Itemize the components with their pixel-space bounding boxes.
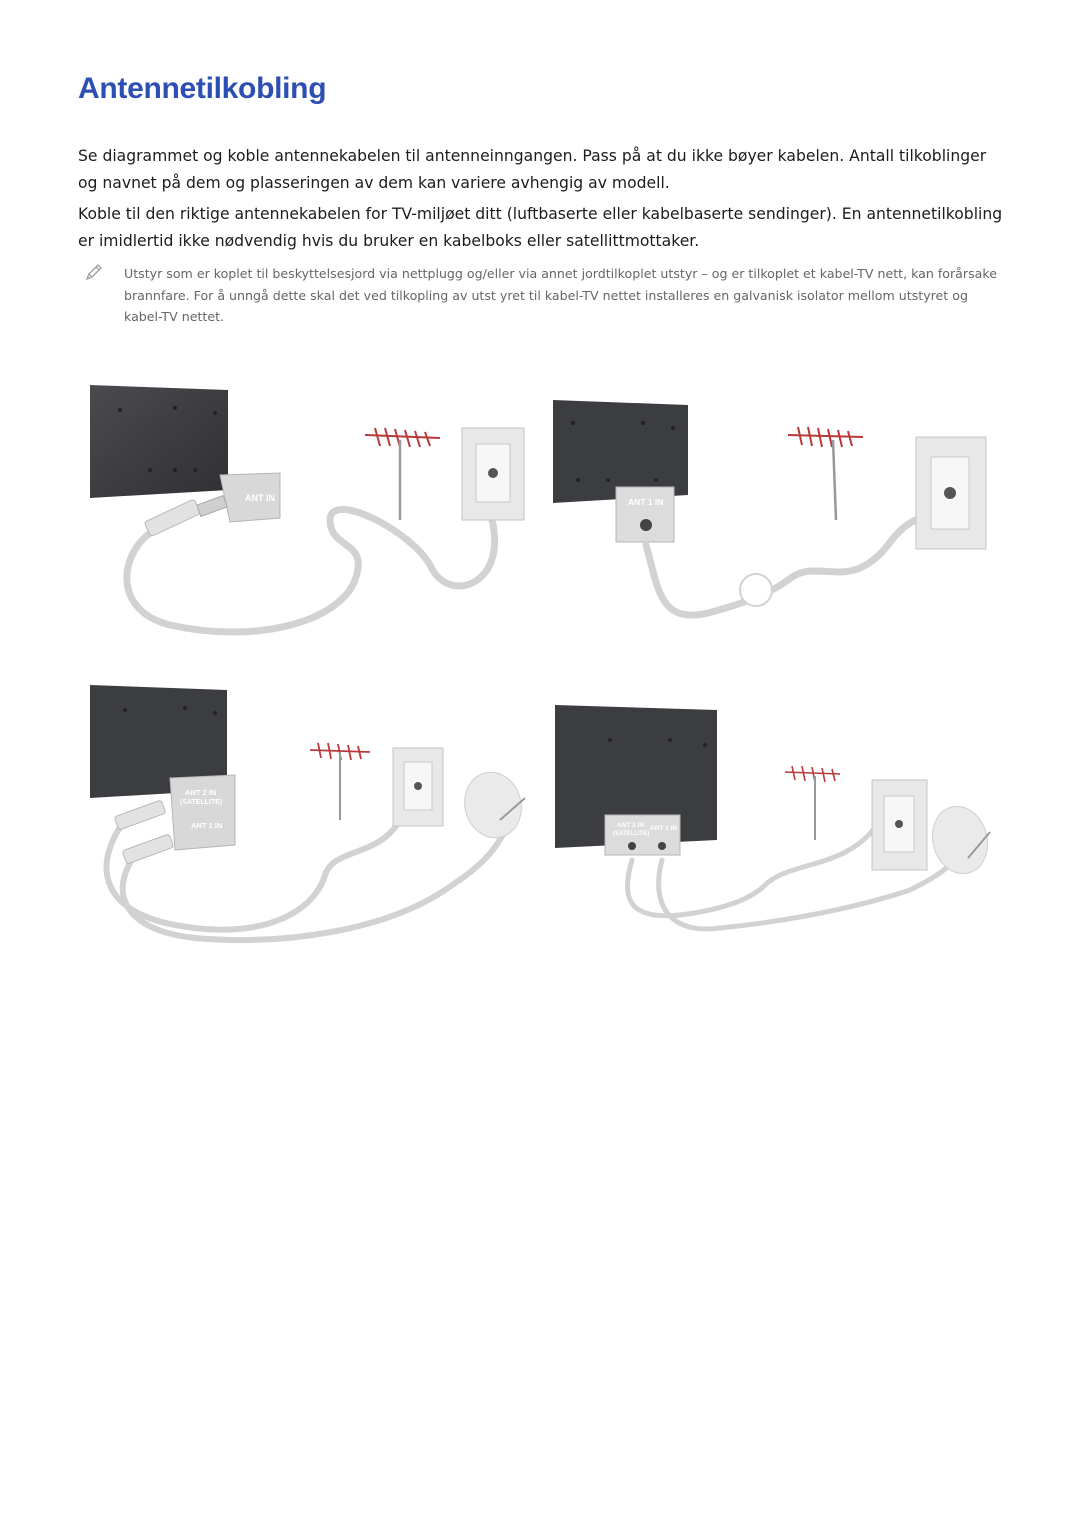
satellite-label: (SATELLITE) xyxy=(613,831,649,837)
satellite-label: (SATELLITE) xyxy=(180,799,222,806)
diagram-ant-1-in: ANT 1 IN xyxy=(553,400,987,619)
intro-paragraph: Se diagrammet og koble antennekabelen ti… xyxy=(78,147,987,192)
safety-note: Utstyr som er koplet til beskyttelsesjor… xyxy=(124,266,997,324)
ant-2-in-label: ANT 2 IN xyxy=(617,822,644,829)
coax-cables xyxy=(624,817,968,932)
isolator-icon xyxy=(739,573,773,607)
wall-socket xyxy=(461,427,525,521)
satellite-dish-icon xyxy=(931,805,991,875)
tv-back-panel xyxy=(90,685,227,798)
wall-socket xyxy=(915,436,987,550)
ant-1-in-label: ANT 1 IN xyxy=(191,821,222,830)
wall-socket xyxy=(392,747,444,827)
coax-cable xyxy=(642,501,928,619)
page-title: Antennetilkobling xyxy=(78,72,327,105)
ant-1-in-port-box: ANT 1 IN xyxy=(615,486,675,543)
ant-2-in-label: ANT 2 IN xyxy=(185,788,216,797)
coax-cables xyxy=(103,797,518,943)
diagram-ant-in: ANT IN xyxy=(90,385,525,636)
antenna-paragraph: Koble til den riktige antennekabelen for… xyxy=(78,205,1003,250)
coax-plugs xyxy=(114,800,174,864)
dual-port-panel: ANT 2 IN (SATELLITE) ANT 1 IN xyxy=(604,814,681,856)
coax-cable xyxy=(123,496,499,636)
tv-back-panel xyxy=(553,400,688,503)
antenna-icon xyxy=(364,427,441,520)
pencil-note-icon xyxy=(85,264,102,281)
ant-1-in-label: ANT 1 IN xyxy=(650,825,677,832)
dual-port-box: ANT 2 IN (SATELLITE) ANT 1 IN xyxy=(169,774,236,851)
antenna-icon xyxy=(787,426,864,521)
satellite-dish-icon xyxy=(464,771,526,839)
antenna-icon xyxy=(784,765,841,840)
tv-back-panel xyxy=(90,385,228,498)
ant-1-in-label: ANT 1 IN xyxy=(628,497,663,507)
coax-plug xyxy=(144,494,228,537)
diagram-satellite-ports: ANT 2 IN (SATELLITE) ANT 1 IN xyxy=(555,705,991,932)
tv-back-panel xyxy=(555,705,717,848)
ant-in-port-box: ANT IN xyxy=(219,472,281,523)
antenna-icon xyxy=(309,742,371,820)
ant-in-label: ANT IN xyxy=(245,493,275,503)
wall-socket xyxy=(871,779,928,871)
diagram-satellite-box: ANT 2 IN (SATELLITE) ANT 1 IN xyxy=(90,685,526,943)
